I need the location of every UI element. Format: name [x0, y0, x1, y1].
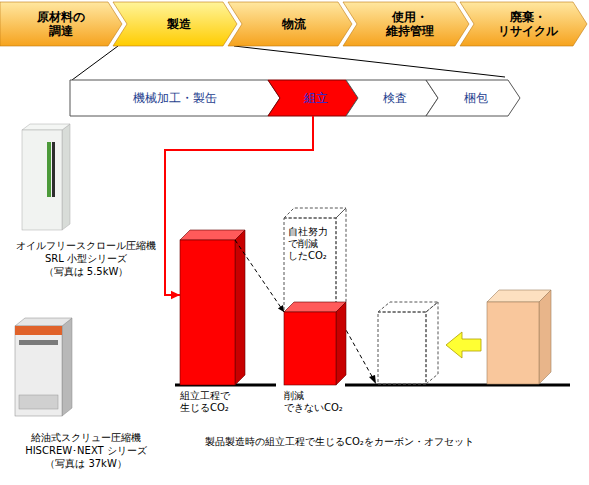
node-text: 検査	[346, 91, 438, 105]
compressor-photo	[22, 124, 70, 230]
vent-panel	[19, 395, 58, 409]
stage-chevron: 原材料の 調達	[0, 2, 122, 46]
offset-box	[378, 302, 438, 384]
node-text: 廃棄・ リサイクル	[485, 10, 563, 39]
cabinet-front	[15, 326, 62, 416]
photo-caption: （写真は 37kW）	[45, 458, 127, 470]
photo-caption: 給油式スクリュー圧縮機	[31, 432, 141, 444]
offset-arrow	[446, 332, 481, 358]
bar-side	[235, 230, 245, 385]
stage-chevron: 製造	[113, 2, 237, 46]
box-front	[378, 312, 426, 384]
stage-chevron: 使用・ 維持管理	[343, 2, 469, 46]
box-top	[378, 302, 438, 312]
arrow-head	[369, 375, 376, 384]
cabinet-side	[62, 318, 72, 416]
compressor-photo	[15, 318, 72, 416]
photo-caption: SRL 小型シリーズ	[45, 253, 127, 265]
box-front	[487, 302, 539, 384]
chevron-shape	[460, 2, 587, 46]
process-chevron: 組立	[268, 80, 358, 116]
cabinet-top	[22, 124, 70, 130]
arrow-head	[171, 291, 180, 300]
photo-caption: オイルフリースクロール圧縮機	[16, 240, 156, 252]
figure-caption: 製品製造時の組立工程で生じるCO₂をカーボン・オフセット	[205, 436, 474, 448]
node-text: 組立	[268, 91, 358, 105]
bar-front	[284, 312, 336, 385]
chevron-shape	[268, 80, 358, 116]
node-text: 物流	[228, 17, 352, 31]
connector	[235, 240, 284, 312]
stage-chevron: 廃棄・ リサイクル	[460, 2, 587, 46]
chevron-shape	[343, 2, 469, 46]
stage-chevron: 物流	[228, 2, 352, 46]
vent-slot	[19, 340, 58, 345]
process-chevron: 検査	[346, 80, 438, 116]
chevron-shape	[0, 2, 122, 46]
orange-band	[15, 326, 62, 335]
credit-box	[487, 290, 551, 384]
bar-front	[180, 240, 235, 385]
connector	[165, 116, 313, 299]
node-text: 製造	[113, 17, 237, 31]
photo-caption: HISCREW･NEXT シリーズ	[25, 445, 147, 457]
reduced-co2-box: 自社努力 で削減 したCO₂	[284, 218, 336, 312]
green-stripe	[47, 142, 51, 197]
connector-line	[165, 116, 313, 295]
node-text: 組立工程で 生じるCO₂	[180, 390, 240, 414]
co2-bar: 組立工程で 生じるCO₂	[180, 240, 235, 385]
chevron-shape	[113, 2, 237, 46]
node-text: 使用・ 維持管理	[371, 10, 441, 39]
process-chevron: 機械加工・製缶	[70, 80, 280, 116]
node-text: 自社努力 で削減 したCO₂	[288, 226, 334, 262]
node-text: 梱包	[426, 91, 520, 105]
chevron-shape	[346, 80, 438, 116]
bar-top	[180, 230, 245, 240]
chevron-shape	[70, 80, 280, 116]
co2-bar: 削減 できないCO₂	[284, 312, 336, 385]
node-text: 原材料の 調達	[30, 10, 92, 39]
expansion-line	[72, 46, 118, 80]
connector-line	[235, 240, 284, 312]
arrow-head	[278, 305, 284, 312]
dark-stripe	[52, 142, 55, 197]
box-front	[284, 218, 336, 312]
cabinet-side	[62, 124, 70, 230]
cabinet-front	[22, 130, 62, 230]
bar-side	[336, 302, 346, 385]
cabinet-top	[15, 318, 72, 326]
process-chevron: 梱包	[426, 80, 520, 116]
chevron-shape	[228, 2, 352, 46]
box-side	[539, 290, 551, 384]
bar-top	[284, 302, 346, 312]
photo-caption: （写真は 5.5kW）	[44, 266, 129, 278]
node-outline	[180, 240, 235, 385]
node-outline	[284, 312, 336, 385]
box-side	[336, 208, 346, 312]
node-text: 削減 できないCO₂	[284, 390, 344, 414]
expansion-line	[234, 46, 505, 77]
node-text: 機械加工・製缶	[70, 91, 280, 105]
chevron-shape	[426, 80, 520, 116]
box-top	[284, 208, 346, 218]
box-side	[426, 302, 438, 384]
